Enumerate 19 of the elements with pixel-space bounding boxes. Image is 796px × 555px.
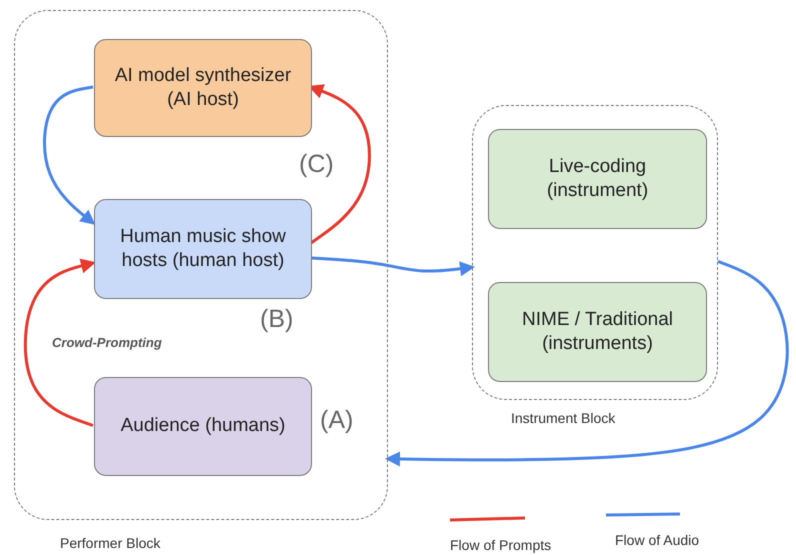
box-label: Audience (humans) [120, 414, 286, 438]
rounded-box [488, 129, 707, 229]
section-marker: (A) [320, 406, 354, 435]
box-label: NIME / Traditional (instruments) [521, 308, 674, 356]
flow-arrow [24, 258, 96, 427]
box-label: AI model synthesizer (AI host) [114, 64, 292, 112]
rounded-box [488, 282, 707, 382]
legend-text: Flow of Audio [615, 532, 700, 548]
section-marker: (B) [260, 305, 294, 334]
flow-arrow [310, 256, 475, 276]
section-marker: (C) [299, 150, 334, 179]
flow-arrow [43, 86, 96, 225]
group-title: Instrument Block [511, 410, 616, 426]
annotation-text: Crowd-Prompting [52, 335, 162, 350]
flow-arrow [385, 260, 789, 466]
box-label: Human music show hosts (human host) [119, 224, 287, 273]
box-label: Live-coding (instrument) [546, 154, 650, 203]
group-title: Performer Block [60, 535, 160, 551]
legend-text: Flow of Prompts [450, 537, 552, 553]
